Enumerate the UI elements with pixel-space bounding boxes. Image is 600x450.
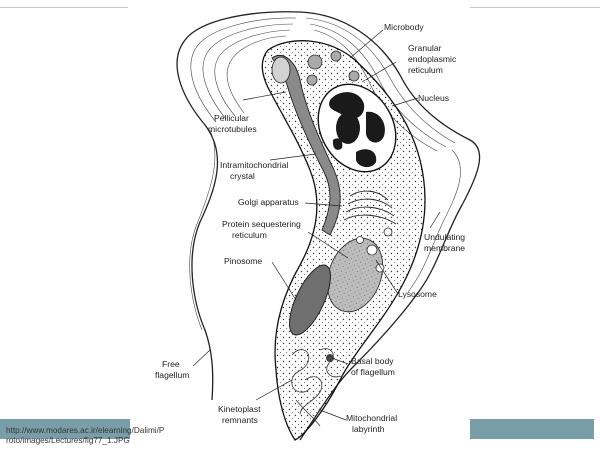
label-undulating-membrane-1: Undulating: [424, 232, 465, 242]
top-left-rule: [0, 7, 128, 8]
label-golgi-apparatus: Golgi apparatus: [238, 197, 299, 207]
pinosome-shape: [289, 264, 331, 336]
leader-lines: [192, 29, 441, 421]
label-undulating-membrane-2: membrane: [424, 243, 465, 253]
label-nucleus: Nucleus: [418, 93, 449, 103]
label-basal-body-2: of flagellum: [351, 367, 395, 377]
source-caption: http://www.modares.ac.ir/elearning/Dalim…: [6, 426, 164, 446]
mitochondrion: [271, 55, 341, 236]
label-kinetoplast-remnants-1: Kinetoplast: [218, 404, 261, 414]
label-microbody: Microbody: [384, 22, 424, 32]
basal-body-shape: [326, 354, 334, 362]
label-pellicular-microtubules-2: microtubules: [208, 124, 257, 134]
microbody-group: [306, 50, 360, 101]
label-kinetoplast-remnants-2: remnants: [222, 415, 258, 425]
label-intramitochondrial-crystal-1: Intramitochondrial: [220, 160, 288, 170]
accent-bar-left: [0, 419, 130, 439]
accent-bar-right: [470, 419, 594, 439]
label-pinosome: Pinosome: [224, 256, 262, 266]
label-intramitochondrial-crystal-2: crystal: [230, 171, 255, 181]
golgi-apparatus-shape: [343, 190, 397, 225]
label-granular-er-3: reticulum: [408, 65, 443, 75]
label-granular-er-1: Granular: [408, 43, 442, 53]
label-protein-sequestering-2: reticulum: [232, 230, 267, 240]
source-url-line-1: http://www.modares.ac.ir/elearning/Dalim…: [6, 426, 165, 435]
label-mitochondrial-labyrinth-1: Mitochondrial: [346, 413, 397, 423]
label-lysosome: Lysosome: [398, 289, 437, 299]
label-free-flagellum-1: Free: [162, 359, 180, 369]
label-protein-sequestering-1: Protein sequestering: [222, 219, 301, 229]
protein-sequestering-reticulum-shape: [326, 237, 384, 313]
label-mitochondrial-labyrinth-2: labyrinth: [352, 424, 385, 434]
lysosome-group: [356, 227, 393, 273]
diagram-labels: Microbody Granular endoplasmic reticulum…: [155, 22, 465, 434]
kinetoplast-pocket: [271, 56, 291, 84]
nucleus-shape: [317, 83, 397, 173]
label-basal-body-1: Basal body: [351, 356, 394, 366]
source-url-line-2: roto/images/Lectures/fig77_1.JPG: [6, 436, 130, 445]
label-free-flagellum-2: flagellum: [155, 370, 189, 380]
undulating-membrane-shape: [176, 11, 481, 441]
label-pellicular-microtubules-1: Pellicular: [214, 113, 249, 123]
top-right-rule: [470, 7, 600, 8]
label-granular-er-2: endoplasmic: [408, 54, 457, 64]
